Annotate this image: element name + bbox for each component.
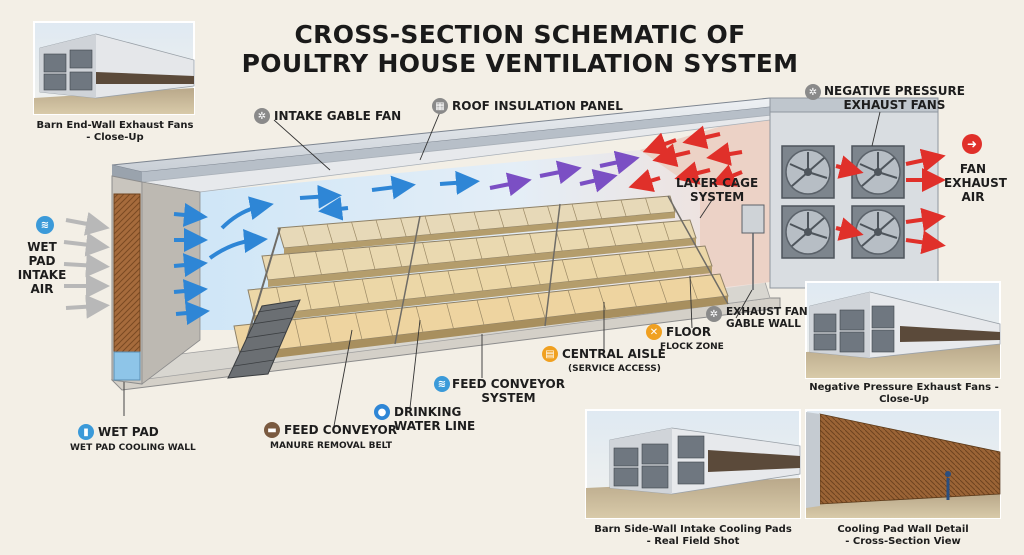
label-layer-cage-system: LAYER CAGE SYSTEM (676, 176, 758, 204)
label-intake-gable-fan: INTAKE GABLE FAN (274, 109, 401, 123)
arrow-right-icon: ➜ (962, 134, 982, 154)
page-title: CROSS-SECTION SCHEMATIC OF POULTRY HOUSE… (190, 20, 850, 78)
pad-icon: ▮ (78, 424, 94, 440)
fan-icon: ✲ (706, 306, 722, 322)
photo-side-wall-pads (586, 410, 800, 518)
fan-icon: ✲ (805, 84, 821, 100)
label-central-aisle: CENTRAL AISLE (562, 347, 666, 361)
photo-negative-pressure (806, 282, 1000, 378)
label-feed-conveyor-system: FEED CONVEYOR SYSTEM (452, 377, 565, 405)
aisle-icon: ▤ (542, 346, 558, 362)
fan-icon: ✲ (254, 108, 270, 124)
belt-icon: ▬ (264, 422, 280, 438)
conveyor-icon: ≋ (434, 376, 450, 392)
photo-pad-wall-detail (806, 410, 1000, 518)
label-flock-zone: FLOCK ZONE (660, 342, 724, 353)
label-feed-conveyor: FEED CONVEYOR (284, 423, 397, 437)
water-drop-icon: ● (374, 404, 390, 420)
wind-icon: ≋ (36, 216, 54, 234)
caption-side-wall-pads: Barn Side-Wall Intake Cooling Pads - Rea… (584, 524, 802, 548)
caption-end-wall-fans: Barn End-Wall Exhaust Fans - Close-Up (20, 120, 210, 144)
label-floor: FLOOR (666, 325, 711, 339)
label-roof-insulation-panel: ROOF INSULATION PANEL (452, 99, 623, 113)
photo-end-wall-fans (34, 22, 194, 114)
label-wet-pad-intake-air: WET PAD INTAKE AIR (14, 240, 70, 296)
panel-icon: ▦ (432, 98, 448, 114)
label-exhaust-fan-gable-wall: EXHAUST FAN GABLE WALL (726, 306, 808, 330)
label-fan-exhaust-air: FAN EXHAUST AIR (944, 162, 1002, 204)
label-wet-pad: WET PAD (98, 425, 159, 439)
caption-negative-pressure: Negative Pressure Exhaust Fans - Close-U… (800, 382, 1008, 406)
title-line-1: CROSS-SECTION SCHEMATIC OF (190, 20, 850, 49)
label-wet-pad-cooling-wall: WET PAD COOLING WALL (70, 443, 196, 454)
title-line-2: POULTRY HOUSE VENTILATION SYSTEM (190, 49, 850, 78)
label-negative-pressure: NEGATIVE PRESSURE EXHAUST FANS (824, 84, 965, 112)
label-service-access: (SERVICE ACCESS) (568, 364, 661, 375)
label-manure-removal-belt: MANURE REMOVAL BELT (270, 441, 392, 452)
caption-pad-wall-detail: Cooling Pad Wall Detail - Cross-Section … (806, 524, 1000, 548)
floor-icon: ✕ (646, 324, 662, 340)
label-drinking-water-line: DRINKING WATER LINE (394, 405, 475, 433)
